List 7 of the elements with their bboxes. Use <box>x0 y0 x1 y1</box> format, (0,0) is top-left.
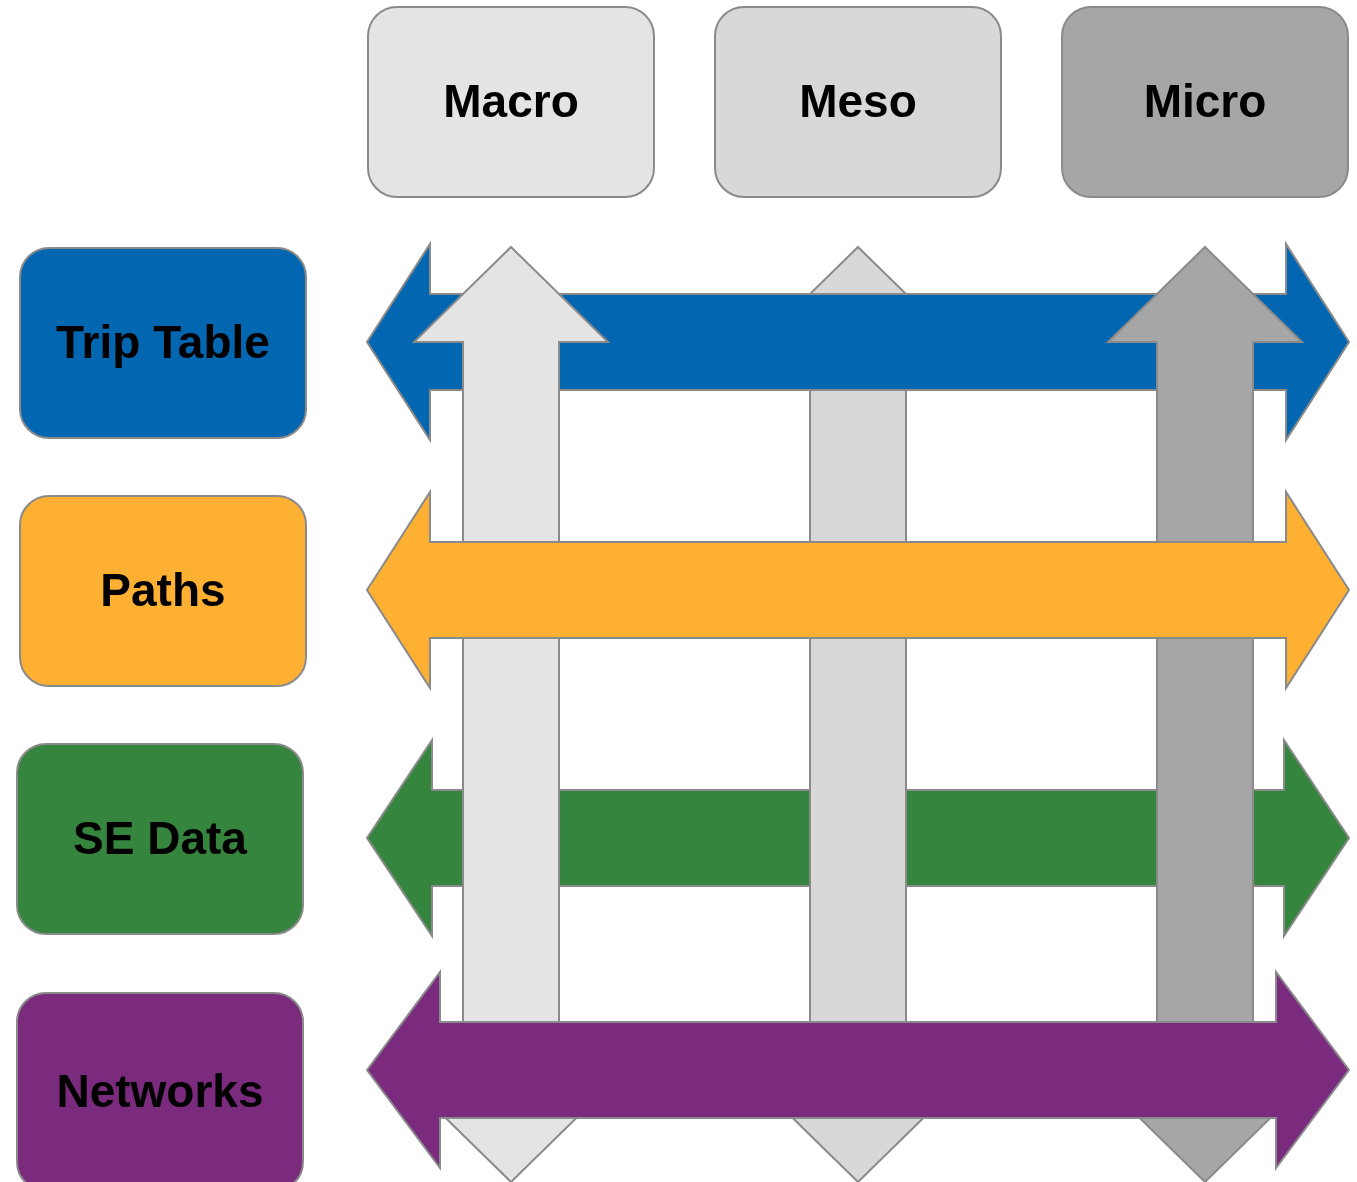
category-box: Paths <box>19 495 307 687</box>
category-box: Meso <box>714 6 1002 198</box>
category-box: Micro <box>1061 6 1349 198</box>
category-box: SE Data <box>16 743 304 935</box>
category-box: Trip Table <box>19 247 307 439</box>
category-box: Networks <box>16 992 304 1182</box>
category-box: Macro <box>367 6 655 198</box>
